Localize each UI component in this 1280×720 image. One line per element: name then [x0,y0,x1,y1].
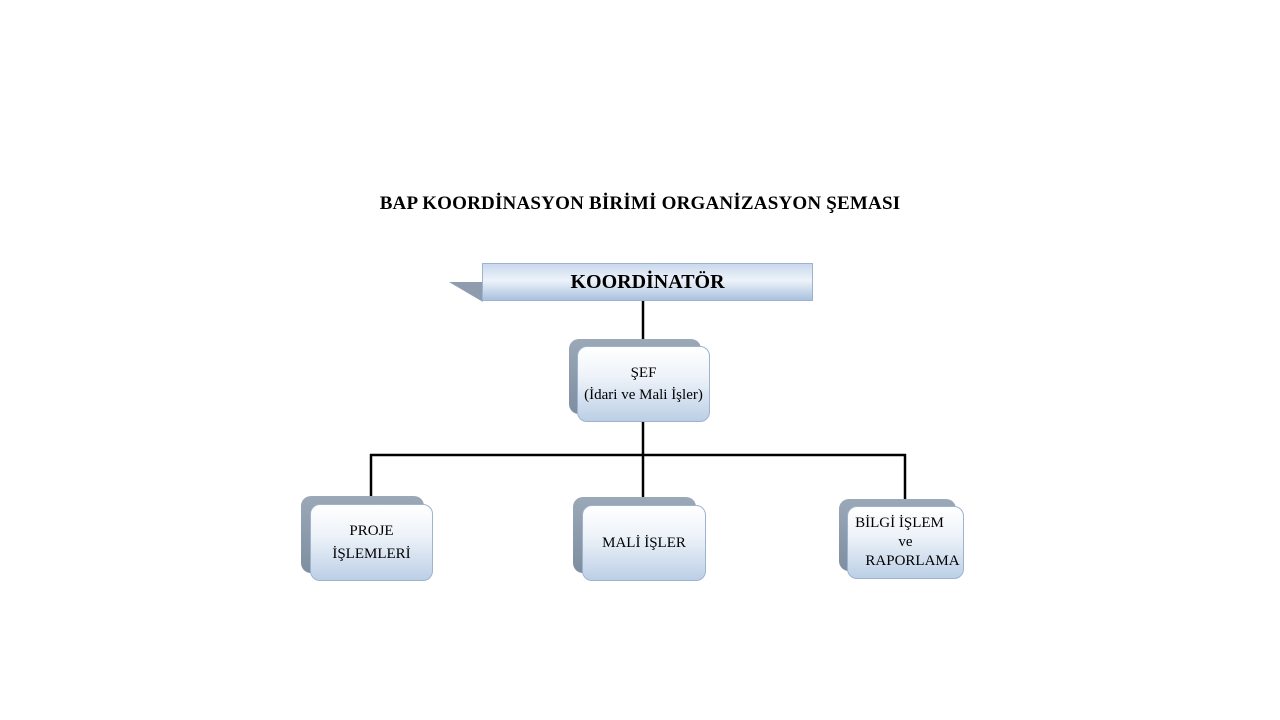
chief-box: ŞEF (İdari ve Mali İşler) [577,346,710,422]
chief-subtitle: (İdari ve Mali İşler) [584,387,703,403]
coordinator-label: KOORDİNATÖR [570,270,725,293]
coordinator-flap [449,282,483,302]
it-box: BİLGİ İŞLEM ve RAPORLAMA [847,506,964,579]
chart-title: BAP KOORDİNASYON BİRİMİ ORGANİZASYON ŞEM… [379,193,901,214]
it-label-line3: RAPORLAMA [865,552,960,569]
it-label-line2: ve [898,534,913,551]
projects-box: PROJE İŞLEMLERİ [310,504,433,581]
projects-label-line2: İŞLEMLERİ [332,545,411,562]
coordinator-box: KOORDİNATÖR [482,263,813,301]
it-label-line1: BİLGİ İŞLEM [855,515,944,532]
finance-label: MALİ İŞLER [602,534,686,551]
chief-title: ŞEF [630,364,657,381]
finance-box: MALİ İŞLER [582,505,706,581]
projects-label-line1: PROJE [349,523,394,539]
